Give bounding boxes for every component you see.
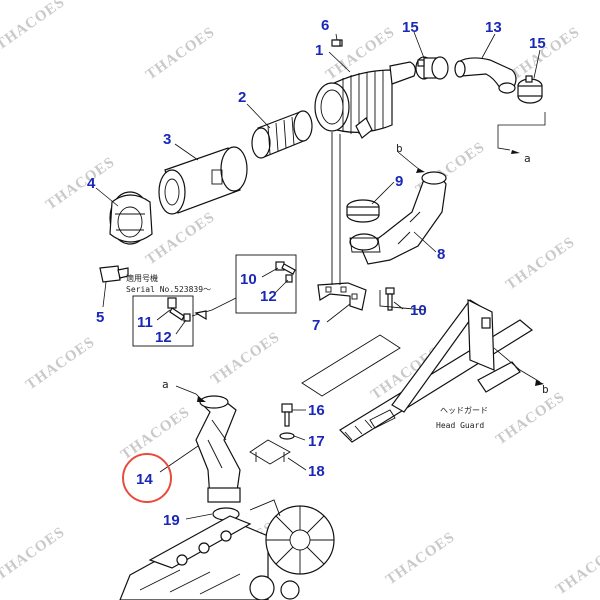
washer-17 bbox=[279, 432, 295, 440]
callout-10: 10 bbox=[410, 302, 427, 319]
valve-5 bbox=[99, 265, 129, 283]
callout-19: 19 bbox=[163, 512, 180, 529]
washer-12-inset bbox=[285, 274, 293, 283]
guard-label-jp: ヘッドガード bbox=[440, 405, 488, 415]
leader-b-right bbox=[493, 347, 541, 383]
callout-17: 17 bbox=[308, 433, 325, 450]
watermark: THACOES bbox=[553, 539, 600, 598]
washer-12 bbox=[183, 313, 191, 322]
link-line bbox=[301, 334, 401, 397]
band-9 bbox=[346, 199, 380, 223]
watermark: THACOES bbox=[0, 0, 68, 53]
callout-8: 8 bbox=[437, 246, 445, 263]
bolt-6 bbox=[331, 39, 341, 47]
watermark: THACOES bbox=[143, 209, 218, 268]
element-2 bbox=[251, 110, 313, 159]
bracket-7 bbox=[317, 282, 367, 311]
head-guard-frame bbox=[339, 299, 534, 443]
callout-14: 14 bbox=[136, 471, 153, 488]
element-3 bbox=[158, 146, 248, 215]
callout-12: 12 bbox=[155, 329, 172, 346]
clamp-15-left bbox=[415, 56, 449, 80]
watermark: THACOES bbox=[118, 404, 193, 463]
callout-11: 11 bbox=[137, 314, 153, 331]
support-lines bbox=[331, 132, 341, 285]
callout-7: 7 bbox=[312, 317, 320, 334]
inset-box-screw bbox=[132, 295, 194, 347]
bolt-10 bbox=[385, 287, 395, 311]
inset-box-bolt bbox=[235, 254, 297, 314]
callout-4: 4 bbox=[87, 175, 96, 192]
serial-note-no: Serial No.523839～ bbox=[126, 285, 211, 294]
pipe-14 bbox=[195, 395, 241, 503]
watermark: THACOES bbox=[208, 329, 283, 388]
callout-leaders bbox=[95, 31, 541, 520]
inset-arrow bbox=[194, 310, 207, 321]
connector-line bbox=[379, 290, 426, 311]
serial-note-jp: 適用号機 bbox=[126, 273, 158, 283]
u-bolt-18 bbox=[249, 439, 291, 465]
watermark: THACOES bbox=[0, 524, 68, 583]
ref-b-top: b bbox=[396, 142, 403, 155]
callout-1: 1 bbox=[315, 42, 323, 59]
ref-b-right: b bbox=[542, 383, 549, 396]
callout-3: 3 bbox=[163, 131, 171, 148]
watermark: THACOES bbox=[43, 154, 118, 213]
callout-6: 6 bbox=[321, 17, 329, 34]
arrow-a-left bbox=[197, 396, 206, 402]
watermark: THACOES bbox=[508, 24, 583, 83]
ref-a-top: a bbox=[524, 152, 531, 165]
callout-13: 13 bbox=[485, 19, 502, 36]
callout-9: 9 bbox=[395, 173, 403, 190]
watermark: THACOES bbox=[503, 234, 578, 293]
guard-label-en: Head Guard bbox=[436, 421, 484, 430]
hose-13 bbox=[454, 57, 517, 94]
cover-4 bbox=[109, 191, 153, 245]
ref-a-left: a bbox=[162, 378, 169, 391]
callout-2: 2 bbox=[238, 89, 246, 106]
arrow-a-top bbox=[511, 150, 520, 154]
clamp-15-right bbox=[517, 75, 543, 104]
arrow-b-top bbox=[416, 168, 425, 173]
screw-11 bbox=[167, 297, 185, 321]
watermark: THACOES bbox=[143, 24, 218, 83]
leader-b-top bbox=[397, 151, 421, 171]
callout-18: 18 bbox=[308, 463, 325, 480]
air-cleaner-1 bbox=[314, 39, 416, 139]
elbow-8 bbox=[349, 171, 447, 265]
leader-a-top bbox=[497, 112, 546, 151]
watermark: THACOES bbox=[493, 389, 568, 448]
watermark: THACOES bbox=[383, 529, 458, 588]
watermark: THACOES bbox=[23, 334, 98, 393]
arrow-b-right bbox=[535, 380, 544, 386]
callout-12: 12 bbox=[260, 288, 277, 305]
callout-15: 15 bbox=[402, 19, 419, 36]
callout-16: 16 bbox=[308, 402, 325, 419]
callout-10: 10 bbox=[240, 271, 257, 288]
callout-5: 5 bbox=[96, 309, 104, 326]
highlight-circle-14 bbox=[122, 453, 172, 503]
engine bbox=[119, 499, 335, 600]
callout-15: 15 bbox=[529, 35, 546, 52]
bolt-16 bbox=[281, 403, 293, 427]
bolt-10-inset bbox=[275, 261, 296, 275]
